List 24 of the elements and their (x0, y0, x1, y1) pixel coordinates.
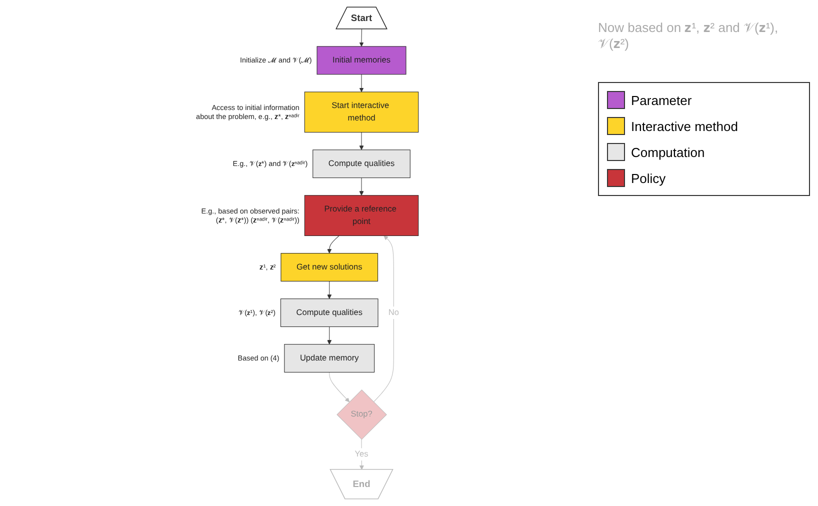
arrow (358, 132, 364, 150)
node-box: Update memory (284, 344, 374, 372)
arrow (358, 74, 364, 92)
node-box: Provide a reference point (304, 195, 418, 236)
node-box: Compute qualities (312, 150, 410, 178)
edge-label: No (388, 308, 399, 317)
arrow (326, 235, 340, 254)
arrow (326, 280, 332, 300)
note-text: Now based on 𝐳¹, 𝐳² and 𝒱(𝐳¹), 𝒱(𝐳²) (598, 20, 780, 52)
node-diamond: Stop? (336, 389, 387, 440)
edge-label: Yes (354, 450, 368, 459)
node-box: Initial memories (316, 46, 406, 75)
legend-label: Computation (631, 144, 705, 160)
arrow (373, 236, 394, 402)
node-box: Start interactive method (304, 92, 418, 133)
legend-label: Parameter (631, 92, 692, 108)
arrow (326, 326, 332, 345)
arrow (328, 372, 350, 402)
arrow (358, 28, 364, 47)
node-box: Get new solutions (280, 253, 378, 282)
legend-label: Policy (631, 170, 666, 186)
legend-label: Interactive method (631, 118, 738, 134)
node-box: Compute qualities (280, 298, 378, 327)
arrow (358, 178, 364, 196)
